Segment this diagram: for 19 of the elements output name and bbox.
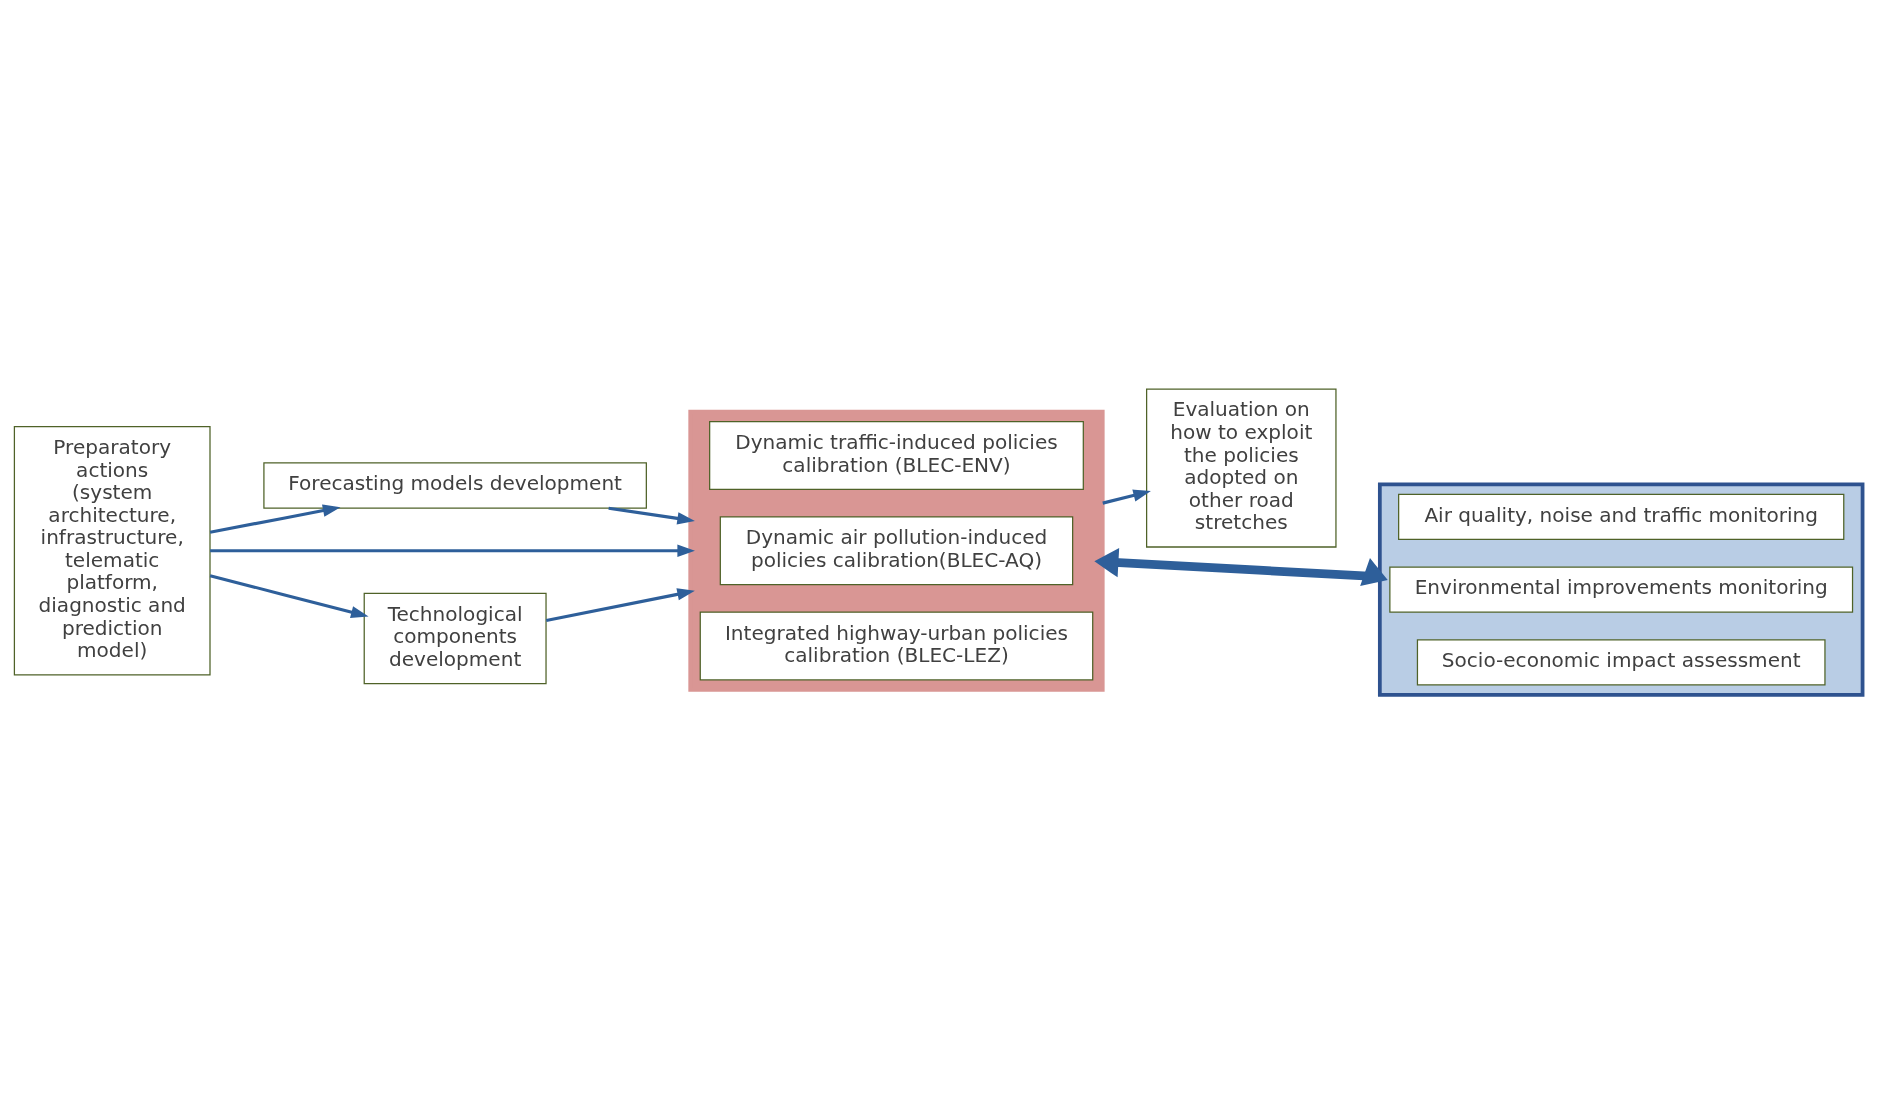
node-box: Environmental improvements monitoring — [1389, 565, 1854, 613]
node-box: Forecasting models development — [263, 461, 647, 509]
node-box: Technological components development — [363, 592, 547, 684]
node-box: Preparatory actions (system architecture, infrastructure, telematic platform, diagnostic and prediction model) — [13, 425, 211, 675]
arrow — [210, 544, 695, 557]
cluster — [1377, 481, 1865, 697]
node-box: Dynamic air pollution-induced policies calibration(BLEC-AQ) — [719, 515, 1074, 585]
arrow — [1094, 547, 1388, 586]
node-box: Evaluation on how to exploit the policies adopted on other road stretches — [1146, 387, 1337, 548]
node-box: Air quality, noise and traffic monitoring — [1398, 493, 1845, 540]
cluster — [688, 409, 1105, 692]
arrow — [209, 504, 341, 534]
node-box: Integrated highway-urban policies calibration (BLEC-LEZ) — [699, 611, 1094, 681]
arrow — [608, 506, 695, 524]
node-box: Dynamic traffic-induced policies calibration (BLEC-ENV) — [709, 420, 1084, 490]
arrow — [209, 573, 369, 618]
arrow — [545, 587, 695, 622]
arrow — [1102, 488, 1151, 505]
node-box: Socio-economic impact assessment — [1416, 638, 1826, 686]
